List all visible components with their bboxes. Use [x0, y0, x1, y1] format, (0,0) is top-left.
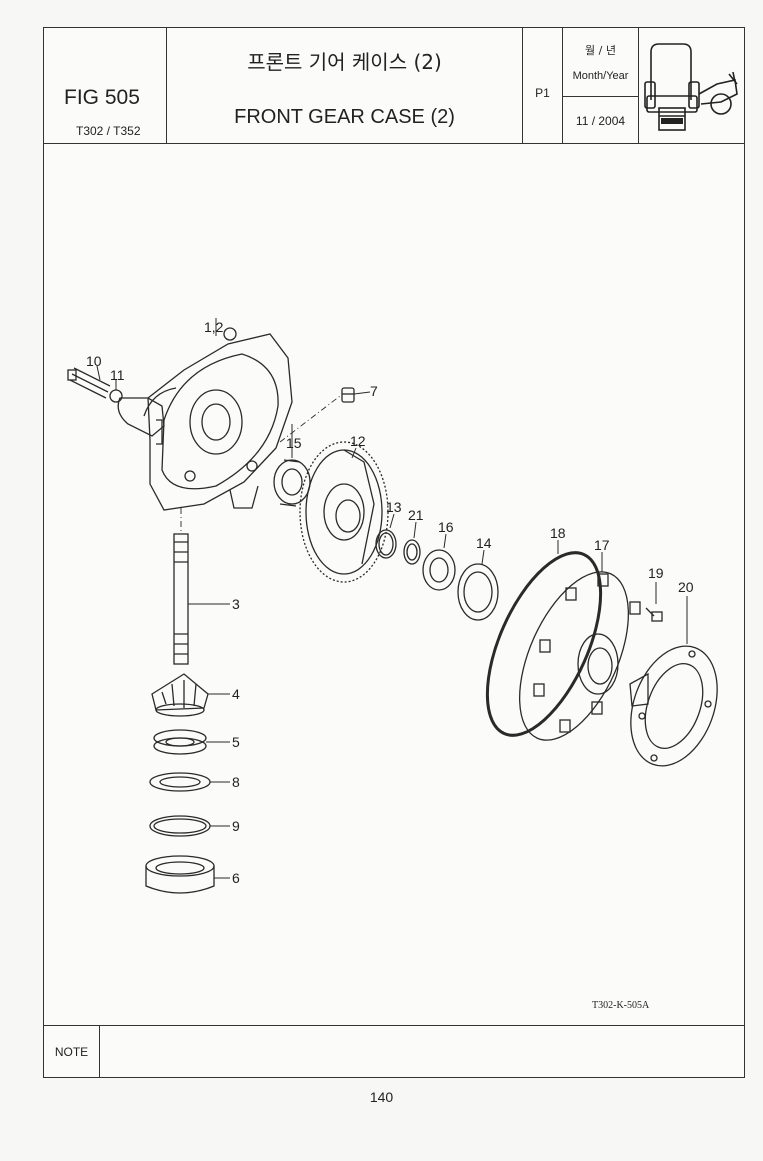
page-number: 140	[369, 1089, 394, 1105]
leader-lines	[96, 318, 688, 879]
part-label-6: 6	[232, 870, 240, 886]
bevel-pinion-gear	[151, 673, 209, 717]
part-label-9: 9	[232, 818, 240, 834]
part-label-11: 11	[110, 367, 125, 383]
bearing-16	[422, 549, 456, 591]
date-label-english: Month/Year	[572, 70, 629, 82]
bolt-and-nut	[67, 367, 123, 403]
bearing-15	[273, 459, 311, 507]
page-id-cell: P1	[523, 28, 563, 143]
figure-cell: FIG 505 T302 / T352	[44, 28, 167, 143]
title-cell: 프론트 기어 케이스 (2) FRONT GEAR CASE (2)	[167, 28, 523, 143]
shaft-snap-ring	[149, 815, 211, 837]
part-label-10: 10	[86, 353, 102, 369]
part-label-13: 13	[386, 499, 402, 515]
part-label-4: 4	[232, 686, 240, 702]
part-label-3: 3	[232, 596, 240, 612]
part-label-16: 16	[438, 519, 454, 535]
sheet-header: FIG 505 T302 / T352 프론트 기어 케이스 (2) FRONT…	[44, 28, 744, 144]
cover-bolt	[645, 607, 663, 622]
part-label-1-2: 1,2	[204, 319, 224, 335]
part-label-18: 18	[550, 525, 566, 541]
o-ring	[485, 551, 603, 737]
snap-ring	[375, 529, 397, 559]
title-english: FRONT GEAR CASE (2)	[234, 106, 455, 128]
part-label-5: 5	[232, 734, 240, 750]
part-label-12: 12	[350, 433, 366, 449]
tractor-front-axle-icon	[644, 43, 738, 131]
date-value: 11 / 2004	[575, 114, 626, 128]
parts-sheet: FIG 505 T302 / T352 프론트 기어 케이스 (2) FRONT…	[43, 27, 745, 1078]
part-label-14: 14	[476, 535, 492, 551]
part-label-20: 20	[678, 579, 694, 595]
note-label: NOTE	[44, 1026, 100, 1077]
date-cell: 월 / 년 Month/Year 11 / 2004	[563, 28, 639, 143]
plug	[341, 387, 355, 403]
date-label-korean: 월 / 년	[585, 44, 616, 57]
note-row: NOTE	[44, 1025, 744, 1077]
part-label-19: 19	[648, 565, 664, 581]
output-flange	[629, 645, 718, 767]
assembly-axis-lines	[180, 395, 341, 534]
part-label-8: 8	[232, 774, 240, 790]
figure-number: FIG 505	[64, 86, 140, 109]
bearing-5	[153, 729, 207, 755]
gear-case-housing	[117, 327, 293, 511]
part-label-21: 21	[408, 507, 424, 523]
page-id: P1	[535, 86, 550, 100]
part-label-7: 7	[370, 383, 378, 399]
date-divider	[563, 96, 638, 97]
pinion-shaft	[173, 533, 189, 665]
part-number-labels: 1,2 10 11 7 15 12 13 21 16 14 18 17 19 2…	[86, 319, 694, 886]
exploded-view-drawing: 1,2 10 11 7 15 12 13 21 16 14 18 17 19 2…	[67, 318, 718, 894]
model-codes: T302 / T352	[76, 124, 141, 138]
oil-seal	[457, 563, 499, 621]
gear-case-cover	[518, 571, 641, 741]
ring-gear	[299, 441, 389, 583]
drawing-code: T302-K-505A	[592, 1000, 650, 1011]
seal-cup	[145, 855, 215, 894]
tractor-icon-cell	[639, 28, 744, 143]
exploded-parts-diagram: 1,2 10 11 7 15 12 13 21 16 14 18 17 19 2…	[44, 144, 744, 1024]
thrust-washer	[149, 772, 211, 792]
title-korean: 프론트 기어 케이스 (2)	[247, 50, 442, 74]
part-label-15: 15	[286, 435, 302, 451]
spacer-ring	[403, 539, 421, 565]
part-label-17: 17	[594, 537, 610, 553]
